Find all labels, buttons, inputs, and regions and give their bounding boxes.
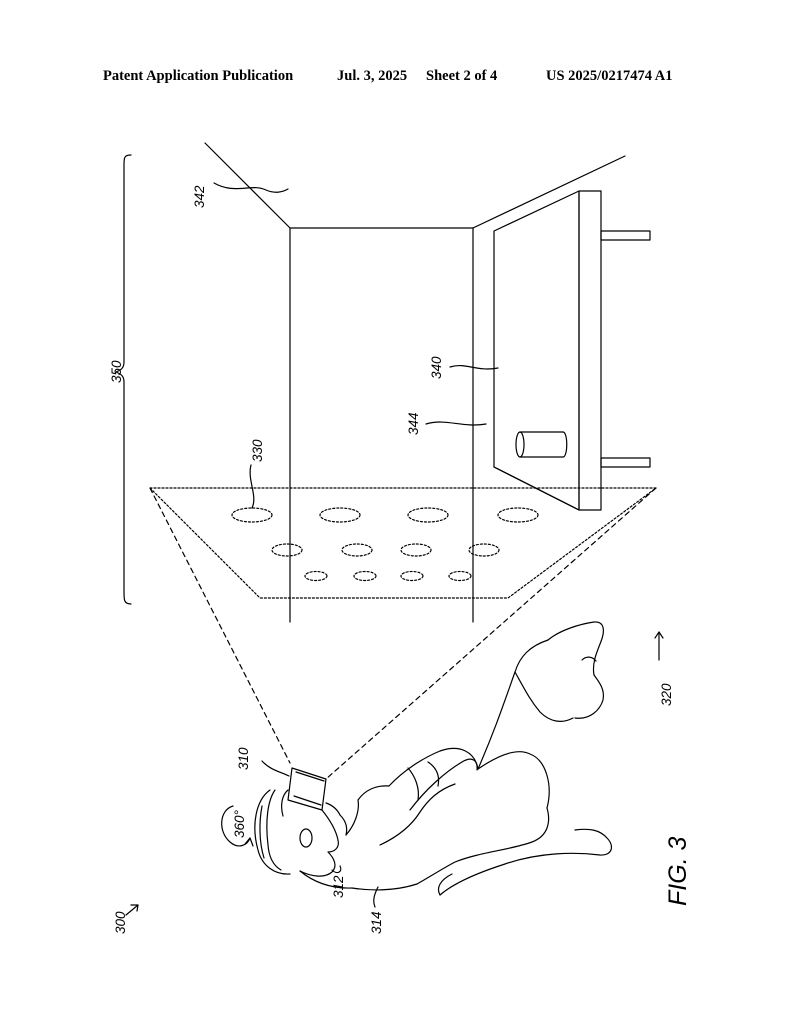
- ref-label-330: 330: [250, 439, 265, 462]
- ref-label-312: 312: [331, 875, 346, 898]
- bracket-350: [115, 154, 132, 605]
- rotation-label: 360°: [232, 809, 247, 838]
- ref-label-340: 340: [429, 356, 444, 379]
- ref-label-344: 344: [406, 412, 421, 435]
- leader-344: [425, 421, 487, 426]
- ref-arrow-300: [125, 904, 139, 916]
- ref-label-314: 314: [369, 911, 384, 934]
- head-mounted-display: [259, 767, 327, 871]
- field-of-view-lines: [149, 487, 657, 780]
- sheet-number: Sheet 2 of 4: [426, 68, 498, 84]
- leader-342: [213, 182, 289, 193]
- rotation-arrow: [221, 805, 254, 847]
- ref-label-310: 310: [236, 747, 251, 770]
- projected-interface: [149, 487, 657, 599]
- publication-date: Jul. 3, 2025: [337, 68, 408, 84]
- ref-label-300: 300: [113, 911, 128, 934]
- seated-user: [254, 621, 613, 896]
- leader-314: [373, 886, 379, 908]
- leader-330: [249, 464, 255, 509]
- patent-number: US 2025/0217474 A1: [546, 68, 673, 84]
- figure-label: FIG. 3: [664, 836, 692, 906]
- ref-label-320: 320: [659, 683, 674, 706]
- leader-312: [331, 865, 342, 874]
- publication-title: Patent Application Publication: [103, 68, 294, 84]
- ref-label-350: 350: [109, 360, 124, 383]
- ref-arrow-320: [654, 631, 664, 661]
- ref-label-342: 342: [192, 185, 207, 208]
- table: [493, 190, 651, 511]
- room-walls: [204, 142, 626, 623]
- leader-310: [261, 760, 290, 777]
- page-header: Patent Application Publication Jul. 3, 2…: [0, 68, 794, 90]
- leader-340: [449, 365, 499, 370]
